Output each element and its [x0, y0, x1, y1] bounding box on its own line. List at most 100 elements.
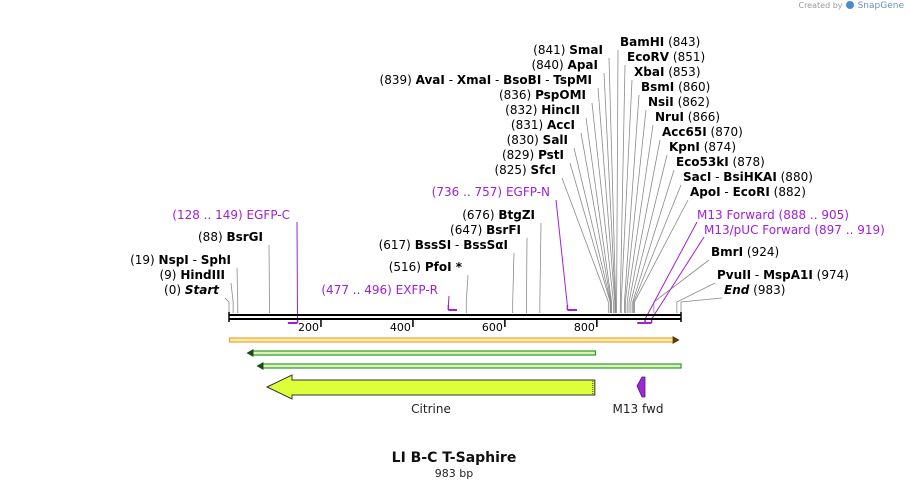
site-name: ApoI	[690, 185, 721, 199]
site-name: HindIII	[180, 268, 225, 282]
primer-range: (736 .. 757)	[432, 185, 502, 199]
site-line-bsssi	[512, 252, 515, 313]
site-line-nsii	[624, 109, 647, 313]
map-title: LI B-C T-Saphire	[391, 450, 517, 466]
sequence-backbone	[228, 312, 682, 322]
site-position: (831)	[511, 118, 543, 132]
site-position: (0)	[164, 283, 181, 297]
site-position: (839)	[380, 73, 412, 87]
site-label-bsssi: (617) BssSI - BssSαI	[379, 238, 508, 252]
site-position: (19)	[130, 253, 155, 267]
site-name: Start	[185, 283, 220, 297]
primer-line-egfp-n	[555, 199, 568, 307]
site-position: (516)	[389, 260, 421, 274]
site-label-end: End (983)	[724, 283, 785, 297]
site-name: BssSαI	[463, 238, 508, 252]
site-label-smai: (841) SmaI	[533, 43, 603, 57]
primer-label-egfp-c: (128 .. 149) EGFP-C	[172, 208, 290, 222]
site-position: (832)	[505, 103, 537, 117]
site-name: PfoI *	[425, 260, 463, 274]
orf-reverse-arrowhead-2	[256, 362, 264, 370]
name-separator: -	[541, 73, 553, 87]
site-name: HincII	[541, 103, 580, 117]
site-name: BssSI	[415, 238, 452, 252]
site-label-nspi: (19) NspI - SphI	[130, 253, 231, 267]
site-position: (882)	[774, 185, 806, 199]
site-position: (853)	[668, 65, 700, 79]
site-position: (874)	[704, 140, 736, 154]
site-label-pfoi: (516) PfoI *	[389, 260, 463, 274]
site-name: NruI	[655, 110, 684, 124]
site-position: (843)	[668, 35, 700, 49]
site-name: BtgZI	[498, 208, 535, 222]
primer-name: M13/pUC Forward	[704, 223, 811, 237]
site-label-psti: (829) PstI	[502, 148, 564, 162]
site-name: MspA1I	[763, 268, 813, 282]
site-label-xbai: XbaI (853)	[634, 65, 701, 79]
primer-range: (888 .. 905)	[779, 208, 849, 222]
site-name: BsrFI	[486, 223, 521, 237]
site-name: AvaI	[416, 73, 445, 87]
site-name: BsmI	[641, 80, 674, 94]
primer-annotations: (128 .. 149) EGFP-C (477 .. 496) EXFP-R (7…	[172, 185, 885, 324]
site-name: KpnI	[669, 140, 700, 154]
m13-fwd-label: M13 fwd	[613, 402, 664, 416]
site-label-bsrgi: (88) BsrGI	[198, 230, 263, 244]
site-name: SalI	[543, 133, 568, 147]
site-name: Acc65I	[662, 125, 707, 139]
site-name: PvuII	[717, 268, 751, 282]
site-position: (676)	[462, 208, 494, 222]
site-label-acc65i: Acc65I (870)	[662, 125, 743, 139]
primer-label-egfp-n: (736 .. 757) EGFP-N	[432, 185, 550, 199]
primer-line-egfp-c	[296, 221, 299, 320]
ruler-tick-label: 800	[574, 321, 595, 334]
site-label-bsmi: BsmI (860)	[641, 80, 710, 94]
site-position: (974)	[817, 268, 849, 282]
site-name: BsiHKAI	[723, 170, 777, 184]
name-separator: -	[451, 238, 463, 252]
site-line-saci	[633, 184, 682, 313]
site-line-sfci	[561, 177, 609, 313]
site-leader-lines	[224, 49, 723, 313]
site-name: Eco53kI	[676, 155, 729, 169]
site-name: SphI	[201, 253, 231, 267]
site-line-eco53ki	[632, 169, 675, 313]
citrine-cds-arrow	[265, 374, 596, 400]
site-position: (836)	[499, 88, 531, 102]
site-name: SfcI	[531, 163, 556, 177]
orf-forward-bar	[228, 337, 675, 343]
site-line-apai	[603, 72, 616, 313]
site-position: (862)	[678, 95, 710, 109]
site-label-start: (0) Start	[164, 283, 220, 297]
site-name: BmrI	[711, 245, 743, 259]
site-label-pvuii: PvuII - MspA1I (974)	[717, 268, 849, 282]
site-line-nspi	[236, 267, 239, 313]
snapgene-credit[interactable]: Created by SnapGene	[798, 1, 904, 11]
snapgene-logo-icon	[846, 1, 855, 9]
site-line-pfoi	[465, 274, 469, 313]
site-position: (840)	[531, 58, 563, 72]
orf-reverse-bar-2	[261, 363, 682, 369]
credit-prefix: Created by	[798, 1, 843, 10]
site-label-nsii: NsiI (862)	[648, 95, 710, 109]
primer-label-m13-forward: M13 Forward (888 .. 905)	[697, 208, 849, 222]
primer-label-exfp-r: (477 .. 496) EXFP-R	[321, 283, 438, 297]
site-name: EcoRI	[733, 185, 770, 199]
primer-line-m13-puc-forward	[651, 236, 705, 320]
primer-label-m13-puc-forward: M13/pUC Forward (897 .. 919)	[704, 223, 885, 237]
site-label-hindiii: (9) HindIII	[159, 268, 225, 282]
site-name: BsrGI	[226, 230, 263, 244]
site-name: SacI	[683, 170, 711, 184]
site-line-acc65i	[628, 139, 661, 313]
site-line-apoi	[634, 199, 689, 313]
site-line-hindiii	[230, 282, 234, 313]
site-name: NspI	[159, 253, 189, 267]
site-line-ecorv	[619, 64, 626, 313]
site-position: (866)	[688, 110, 720, 124]
site-position: (983)	[753, 283, 785, 297]
site-label-bmri: BmrI (924)	[711, 245, 779, 259]
site-line-psti	[569, 162, 611, 313]
site-line-pspomi	[591, 102, 614, 313]
credit-brand: SnapGene	[857, 1, 904, 11]
